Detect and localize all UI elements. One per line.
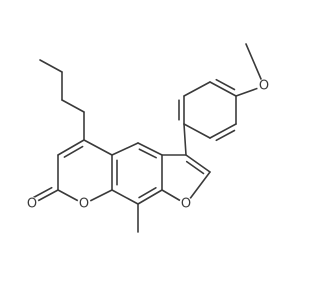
bond-double-c2-c3 — [215, 129, 236, 142]
bond-F3-F2 — [185, 154, 211, 173]
bond-A5-A4a — [111, 142, 139, 156]
bond-P3-P4 — [57, 139, 85, 156]
bond-double-F3a-A5 — [138, 148, 157, 159]
atom-o-methoxy: O — [257, 79, 271, 94]
bond-A8a-A8 — [111, 189, 139, 205]
atom-o-carbonyl-label: O — [27, 197, 37, 212]
heteroatom-labels: O O O O — [25, 79, 271, 212]
bond-double-c6-c1 — [215, 78, 236, 91]
atom-o-carbonyl: O — [25, 197, 39, 212]
bond-A8-F7a — [137, 189, 163, 205]
bond-F3a-A5 — [137, 142, 163, 156]
atom-o-furan-label: O — [181, 197, 191, 212]
bond-double-P2-Oc — [32, 186, 53, 199]
bonds — [31, 43, 265, 233]
atom-o-pyranone-ring-label: O — [79, 197, 89, 212]
bond-P4-A4a — [83, 139, 113, 156]
bond-c4-F3 — [183, 123, 187, 156]
bond-double-F3-F2 — [185, 160, 205, 175]
bond-c2-c3 — [209, 123, 237, 139]
bond-c6-c1 — [209, 81, 237, 97]
molecule-structure: O O O O — [25, 43, 271, 233]
bond-double-A8-F7a — [138, 186, 157, 199]
bond-c3-c4 — [183, 123, 211, 139]
bond-Me-Om — [245, 43, 265, 87]
atom-o-furan: O — [179, 197, 193, 212]
bond-double-P3-P4 — [63, 145, 84, 158]
atom-o-methoxy-label: O — [259, 79, 269, 94]
bond-Bu1-Bu2 — [61, 99, 85, 113]
bond-Bu3-Bu4 — [39, 59, 63, 73]
atom-o-pyranone-ring: O — [77, 197, 91, 212]
bond-c5-c6 — [183, 81, 211, 97]
